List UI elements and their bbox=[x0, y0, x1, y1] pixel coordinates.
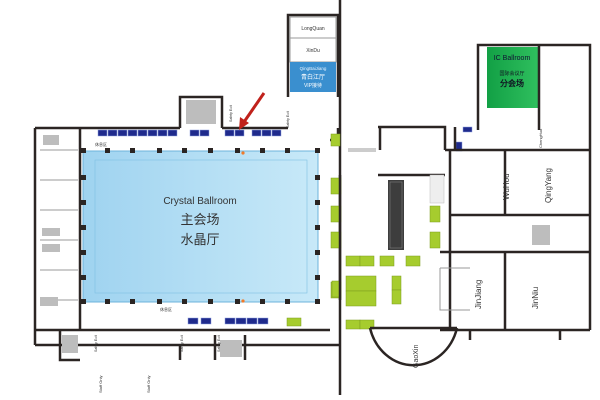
qingbaijiang-label: QingBaiJiang bbox=[300, 66, 327, 71]
exit-labels: Safety Exit Safety Exit Safety Exit Safe… bbox=[94, 105, 290, 393]
jinjiang-label: JinJiang bbox=[474, 280, 483, 309]
longquan-label: LongQuan bbox=[301, 26, 325, 32]
gaoxin-label: GaoXin bbox=[413, 345, 420, 368]
staff-only-label: Staff Only bbox=[98, 376, 103, 394]
safety-exit-label: Safety Exit bbox=[217, 335, 221, 352]
rest-area-bottom-label: 休息区 bbox=[160, 306, 172, 312]
room-qingbaijiang[interactable] bbox=[290, 62, 336, 92]
rest-area-top-label: 休息区 bbox=[95, 141, 107, 147]
main-walls bbox=[33, 95, 340, 362]
tower-rooms: LongQuan XinDu QingBaiJiang 青白江厅 VIP接待 bbox=[286, 13, 340, 97]
safety-exit-label: Safety Exit bbox=[94, 335, 98, 352]
escalator bbox=[388, 180, 404, 250]
safety-exit-label: Safety Exit bbox=[180, 335, 184, 352]
green-booths bbox=[286, 133, 441, 330]
gaoxin-area: GaoXin bbox=[368, 326, 459, 368]
qingbaijiang-sub-label: VIP接待 bbox=[304, 82, 322, 89]
east-wing: WuHou QingYang ChengHua JinJiang JinNiu bbox=[338, 125, 590, 340]
ic-ballroom-sub-label: 分会场 bbox=[500, 78, 524, 88]
safety-exit-label: Safety Exit bbox=[286, 111, 290, 128]
safety-exit-label: Safety Exit bbox=[229, 105, 233, 122]
xindu-label: XinDu bbox=[306, 48, 320, 54]
location-arrow-icon bbox=[239, 92, 266, 130]
crystal-ballroom-cn1-label: 主会场 bbox=[180, 212, 219, 227]
ic-ballroom-label: IC Ballroom bbox=[494, 55, 531, 62]
jinniu-label: JinNiu bbox=[531, 287, 540, 309]
ic-ballroom-cn-label: 国际会议厅 bbox=[499, 70, 524, 77]
room-gaoxin[interactable] bbox=[368, 327, 459, 367]
qingyang-label: QingYang bbox=[544, 168, 553, 203]
ic-ballroom-area: IC Ballroom 国际会议厅 分会场 bbox=[476, 43, 592, 330]
staff-only-label: Staff Only bbox=[146, 376, 151, 394]
room-ic-ballroom[interactable] bbox=[487, 47, 538, 108]
chenghua-label: ChengHua bbox=[538, 128, 543, 148]
crystal-ballroom-area: Crystal Ballroom 主会场 水晶厅 休息区 休息区 bbox=[81, 141, 320, 312]
crystal-ballroom-cn2-label: 水晶厅 bbox=[180, 232, 219, 247]
qingbaijiang-cn-label: 青白江厅 bbox=[301, 73, 325, 81]
crystal-ballroom-label: Crystal Ballroom bbox=[163, 196, 236, 207]
blue-booths bbox=[97, 126, 473, 325]
wuhou-label: WuHou bbox=[502, 173, 511, 200]
